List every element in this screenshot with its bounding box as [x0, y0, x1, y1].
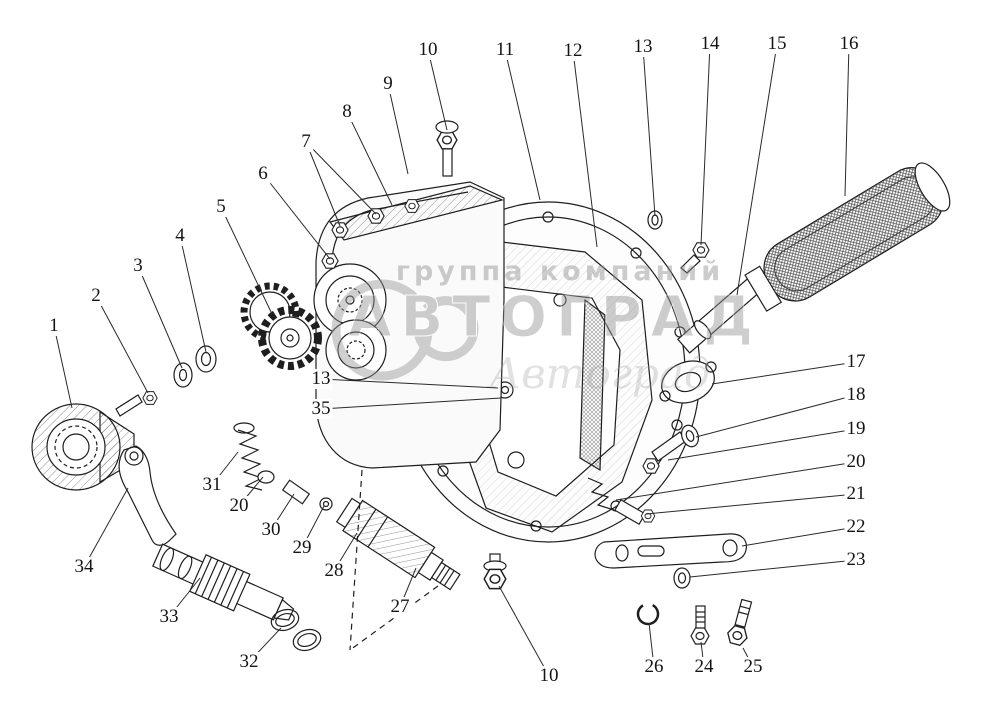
- leader-line-23: [689, 559, 857, 578]
- seal-rings: [270, 608, 322, 652]
- handle-grip: [744, 162, 951, 312]
- leader-line-14: [700, 43, 711, 246]
- leader-line-20: [615, 461, 857, 501]
- leader-line-16: [844, 43, 850, 197]
- snap-ring-26: [636, 602, 660, 626]
- leader-line-7: [305, 141, 341, 227]
- leader-line-28: [333, 532, 358, 572]
- leader-line-1: [53, 325, 73, 409]
- bolt-19: [642, 424, 700, 474]
- side-fitting: [659, 360, 717, 404]
- watermark-swirl-icon: [331, 279, 479, 381]
- spring-31: [233, 422, 333, 511]
- leader-line-2: [95, 295, 149, 394]
- leader-line-11: [504, 49, 541, 201]
- watermark-line2: АВТОГРАД: [348, 285, 762, 350]
- splined-coupling: [31, 403, 135, 491]
- fork-lever: [118, 445, 177, 546]
- leader-line-25: [742, 647, 754, 668]
- leader-line-30: [270, 493, 295, 531]
- leader-line-34: [83, 487, 129, 568]
- leader-line-6: [262, 173, 331, 260]
- bolt-24: [690, 605, 710, 645]
- pump-bolt-icon: [321, 253, 339, 269]
- breather-cap: [435, 120, 459, 177]
- leader-line-19: [667, 428, 857, 461]
- leader-line-10: [427, 49, 448, 131]
- leader-line-27: [399, 567, 417, 608]
- gear-5: [240, 282, 322, 370]
- leader-line-32: [248, 627, 282, 663]
- leader-line-31: [211, 451, 239, 486]
- bolt-14: [680, 242, 710, 274]
- bolt-2: [115, 391, 158, 417]
- leader-line-13: [642, 46, 656, 217]
- gear-shaft: [152, 543, 295, 621]
- leader-line-4: [179, 235, 207, 353]
- pump-bolt-icon: [367, 208, 385, 224]
- leader-line-8: [346, 111, 393, 206]
- leader-line-13: [320, 378, 499, 389]
- pump-bolt-icon: [404, 199, 420, 213]
- leader-line-26: [648, 622, 655, 668]
- leader-line-35: [320, 397, 502, 410]
- leader-line-20: [238, 476, 264, 507]
- leader-line-29: [301, 505, 325, 549]
- leader-line-10: [498, 585, 550, 677]
- valve-body: [335, 497, 461, 591]
- watermark-script: Автоград: [486, 349, 710, 398]
- bracket-22: [594, 533, 747, 569]
- washer-4: [195, 345, 217, 373]
- leader-line-15: [736, 43, 778, 296]
- leader-line-3: [137, 265, 183, 369]
- washer-23: [673, 567, 691, 589]
- bolt-25: [724, 598, 753, 648]
- leader-line-18: [695, 394, 857, 438]
- watermark: группа компаний АВТОГРАД Автоград: [331, 256, 762, 398]
- leader-line-22: [741, 526, 857, 547]
- washer-3: [173, 362, 193, 388]
- assembly-dashed-lines: [349, 469, 439, 651]
- leader-line-24: [700, 641, 705, 668]
- leader-line-17: [711, 361, 857, 385]
- drain-plug: [483, 553, 507, 590]
- leader-line-7: [305, 141, 377, 215]
- leader-line-5: [220, 206, 273, 315]
- leader-line-12: [572, 50, 598, 248]
- leader-line-9: [387, 83, 409, 175]
- leader-line-33: [168, 577, 201, 618]
- watermark-line1: группа компаний: [396, 256, 724, 287]
- leader-line-21: [645, 493, 857, 515]
- detent-spring: [587, 477, 656, 526]
